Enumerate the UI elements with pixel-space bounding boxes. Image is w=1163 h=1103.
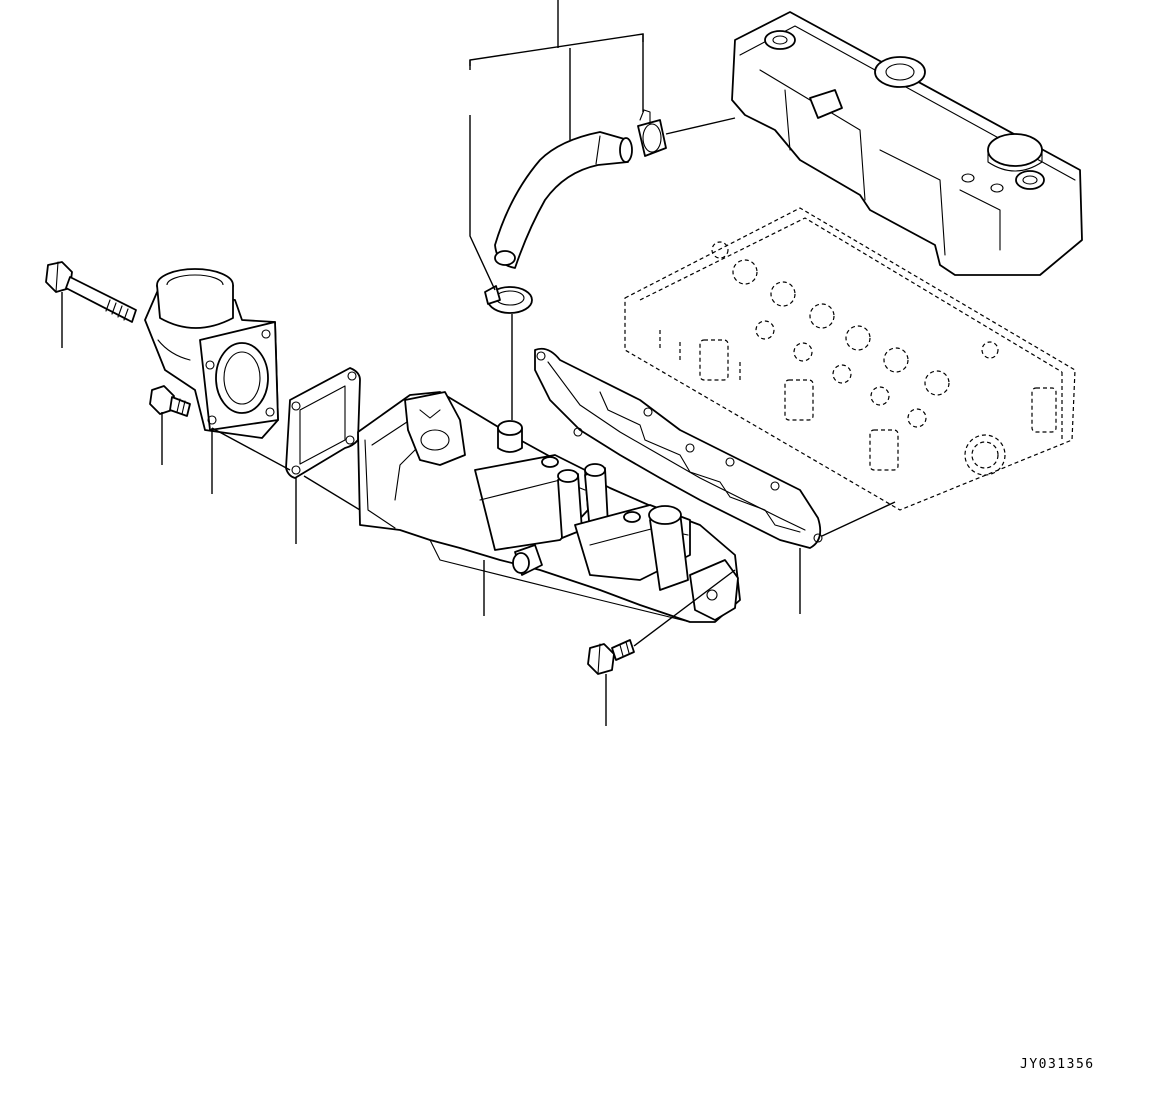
thermostat-housing [144,268,279,439]
cylinder-head [624,207,1076,511]
intake-manifold [357,391,741,623]
long-bolt [45,261,137,323]
hose-clamp-lower [484,285,533,314]
leader-lines [61,0,896,726]
flange-bolt [587,639,635,675]
hose-clamp-upper [637,109,667,157]
manifold-gasket [534,347,823,549]
breather-hose [494,131,633,269]
short-bolt [149,385,191,417]
housing-gasket [285,367,361,479]
cylinder-head-cover [731,11,1083,276]
drawing-id-label: JY031356 [1020,1057,1095,1072]
